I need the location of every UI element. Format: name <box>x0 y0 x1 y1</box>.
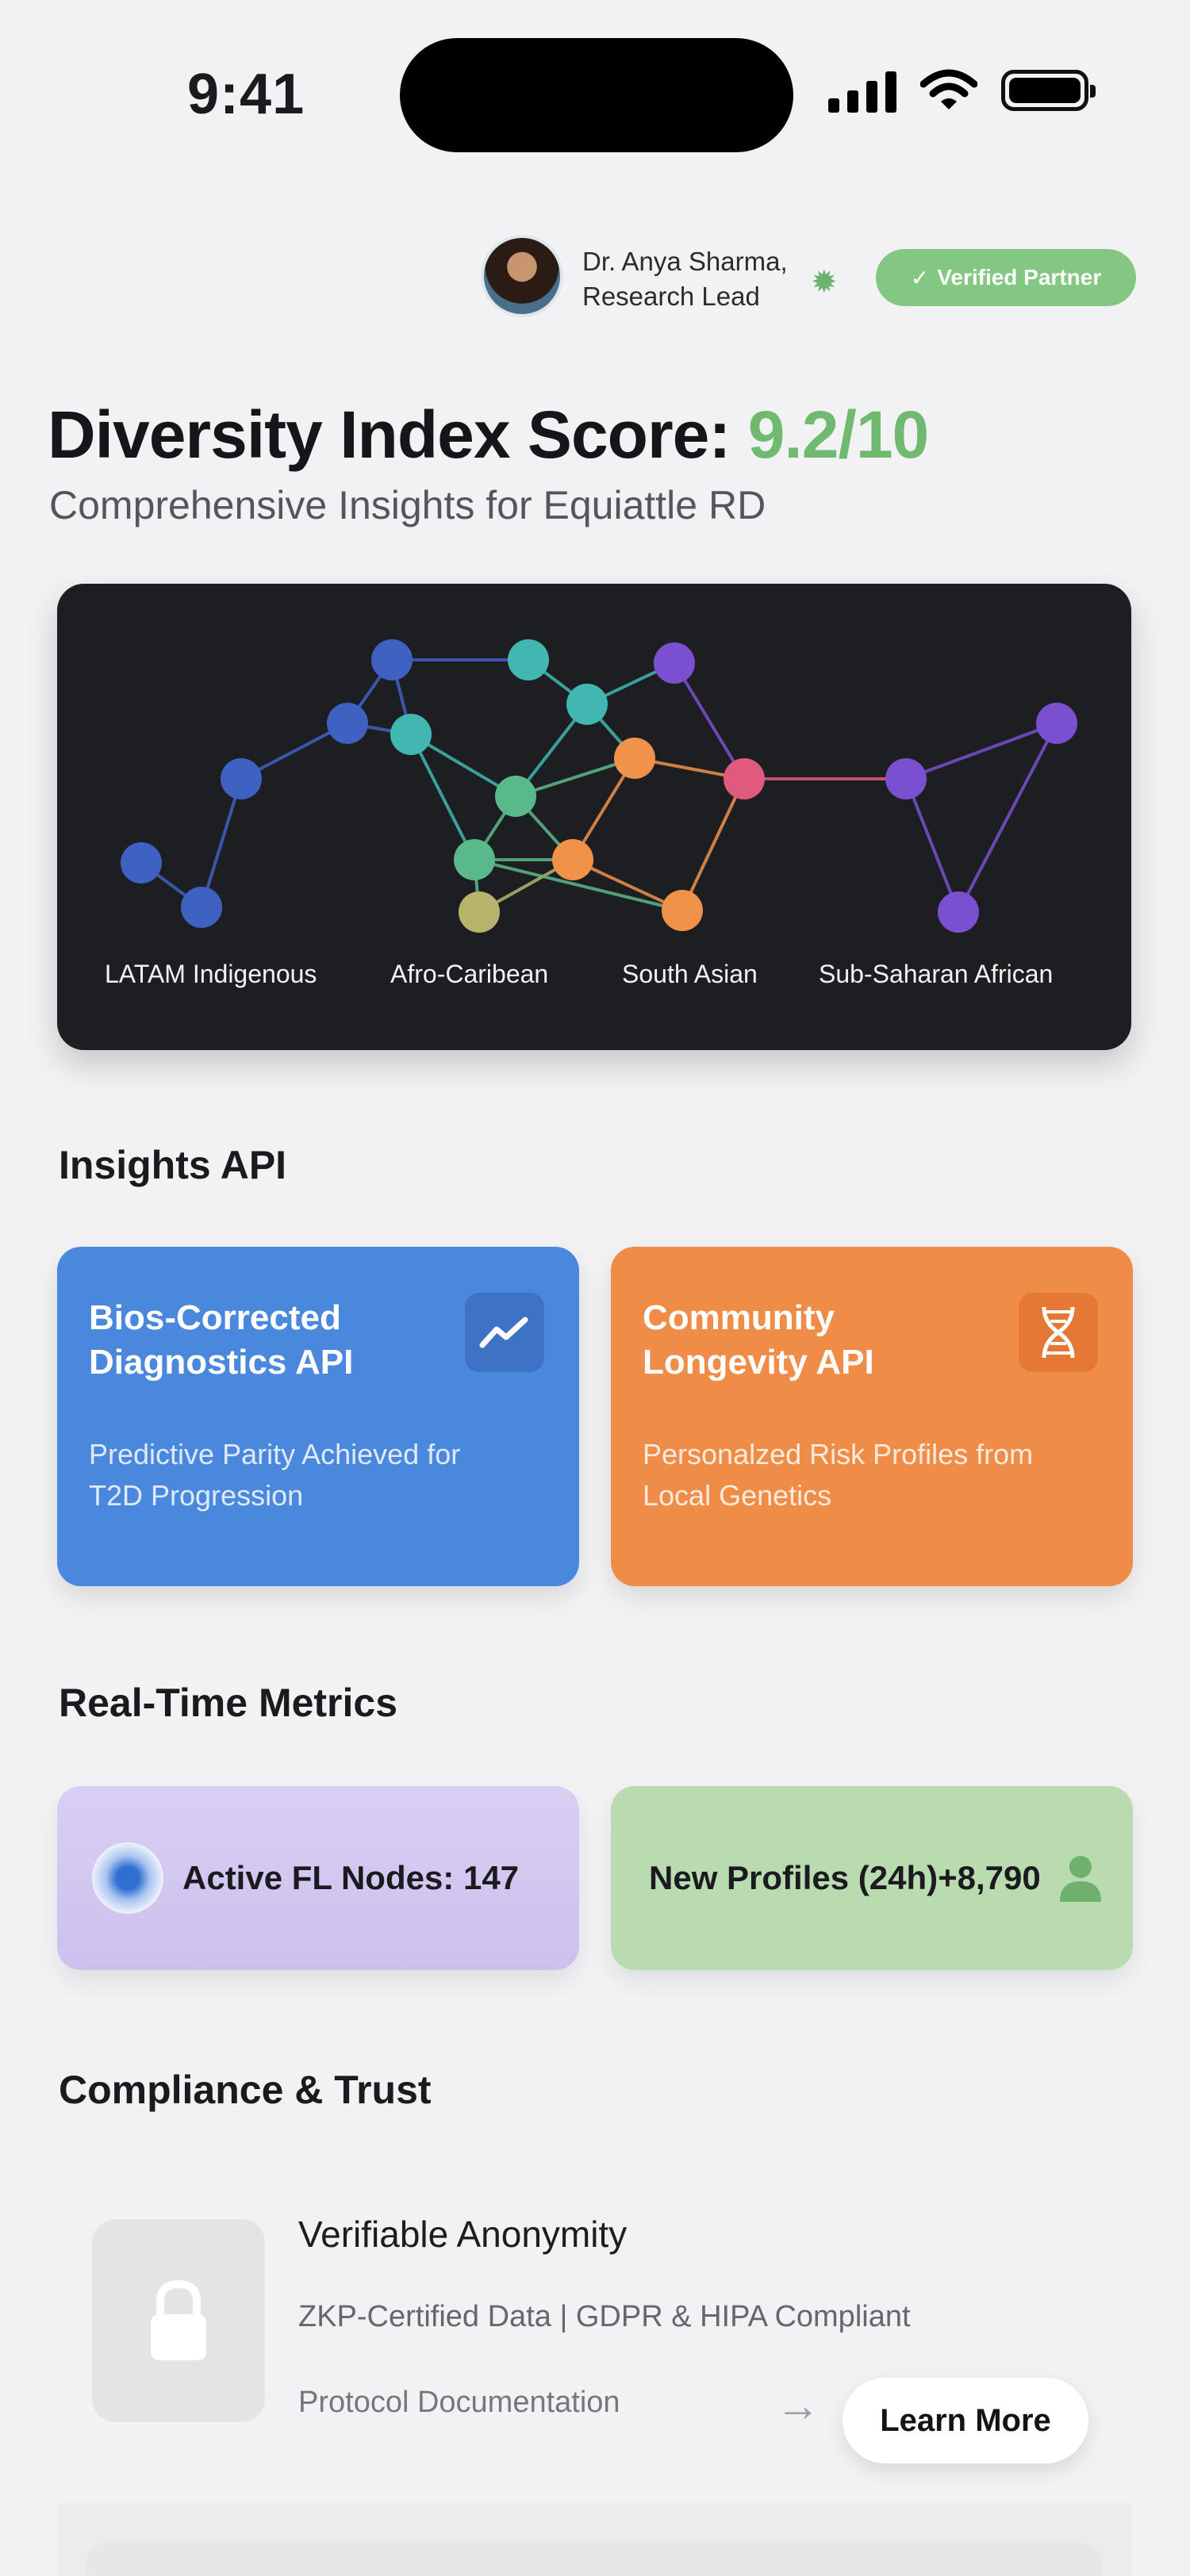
network-node <box>221 758 262 799</box>
compliance-card: Verifiable Anonymity ZKP-Certified Data … <box>57 2170 1131 2576</box>
diversity-network-card[interactable]: LATAM Indigenous Afro-Caribean South Asi… <box>57 584 1131 1050</box>
region-label-south-asian: South Asian <box>622 960 758 988</box>
network-node <box>566 684 608 725</box>
network-edge <box>200 778 243 908</box>
network-edge <box>681 778 746 911</box>
check-icon: ✓ <box>910 265 930 290</box>
diagnostics-api-card[interactable]: Bios-Corrected Diagnostics API Predictiv… <box>57 1247 579 1586</box>
score-value: 9.2/10 <box>747 397 930 472</box>
learn-more-button[interactable]: Learn More <box>843 2378 1088 2463</box>
new-profiles-card[interactable]: New Profiles (24h)+8,790 <box>611 1786 1133 1970</box>
insights-section-title: Insights API <box>59 1143 287 1187</box>
network-node <box>614 738 655 779</box>
network-node <box>390 714 432 755</box>
compliance-panel: Verifiable Anonymity ZKP-Certified Data … <box>57 2170 1131 2503</box>
network-node <box>552 839 593 880</box>
network-node <box>454 839 495 880</box>
network-edge <box>515 757 635 798</box>
compliance-section-title: Compliance & Trust <box>59 2068 432 2112</box>
profile-name[interactable]: Dr. Anya Sharma, Research Lead <box>582 244 788 314</box>
gear-icon[interactable]: ✹ <box>811 265 838 300</box>
network-node <box>181 887 222 928</box>
status-icons <box>828 68 1096 113</box>
page-subtitle: Comprehensive Insights for Equiattle RD <box>49 483 766 527</box>
region-label-sub-saharan: Sub-Saharan African <box>819 960 1054 988</box>
dynamic-island <box>400 38 793 152</box>
network-edge <box>474 858 683 912</box>
new-profiles-text: New Profiles (24h)+8,790 <box>649 1859 1041 1896</box>
network-edge <box>905 722 1058 780</box>
dna-icon <box>1019 1293 1098 1372</box>
metrics-section-title: Real-Time Metrics <box>59 1681 398 1725</box>
profile-role-line: Research Lead <box>582 282 760 311</box>
network-node <box>459 891 500 933</box>
score-title-label: Diversity Index Score: <box>48 397 731 472</box>
longevity-api-title: Community Longevity API <box>643 1298 874 1382</box>
network-node <box>495 776 536 817</box>
active-nodes-text: Active FL Nodes: 147 <box>182 1859 520 1896</box>
network-node <box>654 642 695 684</box>
arrow-right-icon[interactable]: → <box>776 2380 820 2430</box>
network-node <box>121 842 162 884</box>
person-icon <box>1059 1856 1101 1902</box>
protocol-documentation-link[interactable]: Protocol Documentation <box>298 2386 620 2419</box>
network-node <box>662 890 703 931</box>
battery-icon <box>1001 70 1096 111</box>
active-nodes-card[interactable]: Active FL Nodes: 147 <box>57 1786 579 1970</box>
network-node <box>1036 703 1077 744</box>
wifi-icon <box>920 69 977 109</box>
network-edge <box>904 778 960 913</box>
network-node <box>508 639 549 680</box>
node-orb-icon <box>92 1842 163 1914</box>
region-label-latam: LATAM Indigenous <box>105 960 317 988</box>
network-node <box>327 703 368 744</box>
status-time: 9:41 <box>187 63 305 126</box>
network-edge <box>957 723 1058 913</box>
longevity-api-desc: Personalzed Risk Profiles from Local Gen… <box>643 1438 1034 1512</box>
compliance-title: Verifiable Anonymity <box>298 2214 628 2255</box>
diversity-network-graph <box>121 639 1077 933</box>
verified-partner-badge: ✓ Verified Partner <box>876 249 1136 306</box>
profile-name-line: Dr. Anya Sharma, <box>582 247 788 276</box>
next-card-peek <box>86 2543 1103 2576</box>
region-label-afro-caribean: Afro-Caribean <box>390 960 549 988</box>
network-edge <box>409 734 476 861</box>
page-title: Diversity Index Score: 9.2/10 <box>48 397 930 473</box>
avatar[interactable] <box>481 235 563 317</box>
network-node <box>724 758 765 799</box>
network-node <box>938 891 979 933</box>
network-edge <box>673 661 746 780</box>
cellular-signal-icon <box>828 68 896 113</box>
network-node <box>885 758 927 799</box>
trend-icon <box>465 1293 544 1372</box>
diagnostics-api-desc: Predictive Parity Achieved for T2D Progr… <box>89 1438 461 1512</box>
network-node <box>371 639 413 680</box>
compliance-subtitle: ZKP-Certified Data | GDPR & HIPA Complia… <box>298 2300 911 2333</box>
verified-partner-label: Verified Partner <box>937 265 1102 289</box>
longevity-api-card[interactable]: Community Longevity API Personalzed Risk… <box>611 1247 1133 1586</box>
diagnostics-api-title: Bios-Corrected Diagnostics API <box>89 1298 354 1382</box>
lock-icon <box>92 2219 265 2422</box>
